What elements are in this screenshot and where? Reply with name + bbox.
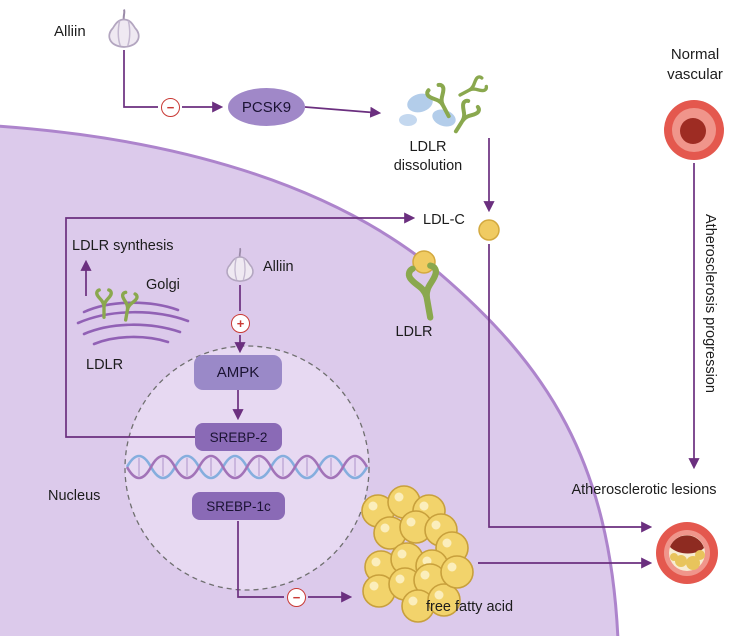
golgi-apparatus [76, 301, 190, 346]
arrow-srebp2-to-ldlc [65, 212, 416, 438]
atherosclerotic-lesions-label: Atherosclerotic lesions [571, 482, 717, 498]
arrow-srebp1c-to-ffa [237, 521, 284, 598]
golgi-label: Golgi [146, 277, 180, 293]
inhibition-sign: − [287, 588, 306, 607]
pcsk9-node: PCSK9 [228, 88, 305, 126]
garlic-icon-top [108, 8, 140, 48]
ldl-c-particle-bound [412, 250, 436, 274]
pathway-arrows [65, 50, 700, 603]
arrow-pcsk9-to-dissolution [304, 106, 382, 118]
nucleus-label: Nucleus [48, 488, 101, 504]
arrow-alliin-to-pcsk9 [123, 50, 158, 108]
normal-vascular-label: Normal vascular [667, 46, 723, 83]
alliin-inner-label: Alliin [263, 259, 294, 275]
srebp1c-node: SREBP-1c [192, 492, 285, 520]
atherosclerosis-progression-label: Atherosclerosis progression [702, 214, 718, 393]
inhibition-sign: − [161, 98, 180, 117]
ldl-c-label: LDL-C [423, 212, 465, 228]
ldlr-golgi-label: LDLR [86, 357, 124, 373]
ldl-c-particle [478, 219, 500, 241]
srebp2-node: SREBP-2 [195, 423, 282, 451]
normal-vessel-icon [664, 100, 724, 160]
ldlr-dissolution-cluster [399, 74, 490, 138]
alliin-top-label: Alliin [54, 23, 86, 40]
dna-helix [125, 454, 369, 480]
free-fatty-acid-label: free fatty acid [426, 599, 514, 615]
ldlr-synthesis-label: LDLR synthesis [72, 238, 174, 254]
ldlr-membrane-label: LDLR [395, 324, 433, 340]
ldlr-dissolution-label: LDLR dissolution [393, 139, 463, 175]
arrow-ldlc-to-lesion [488, 244, 653, 533]
ldlr-receptor-membrane [408, 250, 444, 320]
activation-sign: + [231, 314, 250, 333]
ampk-node: AMPK [194, 355, 282, 390]
lesion-vessel-icon [656, 522, 718, 584]
